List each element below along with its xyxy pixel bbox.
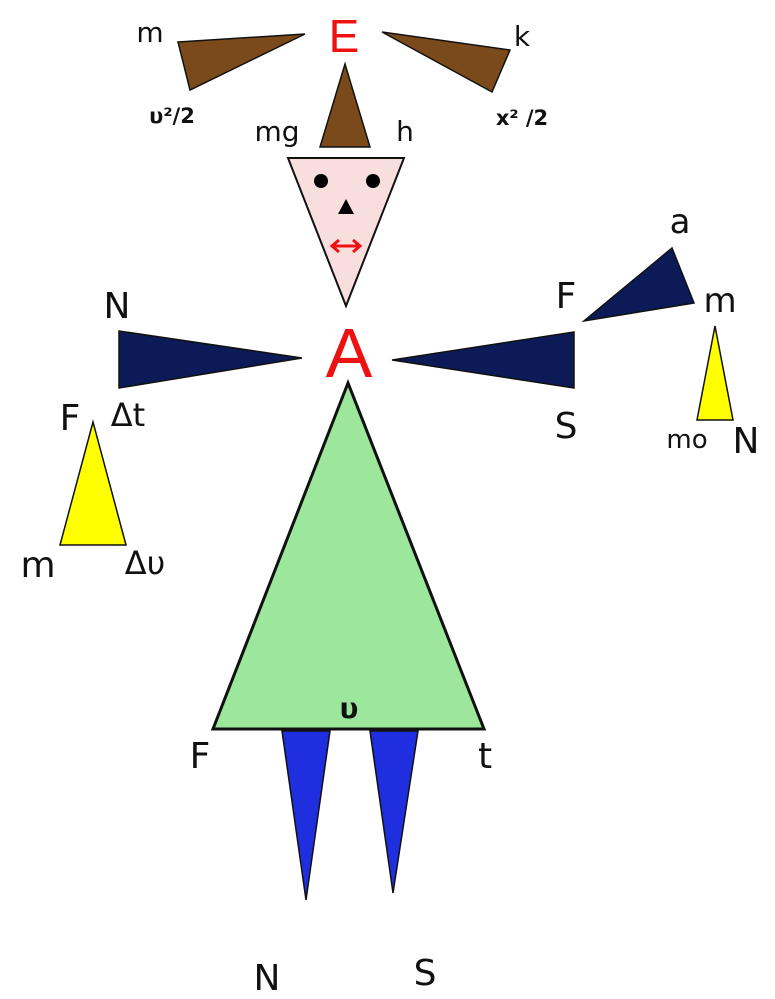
label-leg-N: N [254, 958, 281, 999]
label-right-N: N [733, 421, 760, 462]
left-eye [314, 174, 328, 188]
left-top-brown-wedge [177, 33, 306, 92]
right-yellow-triangle [696, 325, 734, 421]
label-A: A [326, 314, 373, 392]
label-right-m0: mo [666, 425, 707, 455]
right-arm-navy-wedge [391, 331, 575, 389]
mouth-double-arrow [329, 238, 363, 254]
label-left-dt: Δt [111, 396, 145, 434]
label-body-v: υ [340, 692, 359, 725]
right-eye [366, 174, 380, 188]
label-left-m: m [20, 545, 55, 586]
label-top-left-v2: υ²/2 [149, 104, 195, 128]
label-leg-S: S [414, 953, 437, 994]
label-right-F: F [556, 276, 577, 317]
right-top-brown-wedge [381, 31, 512, 94]
label-left-F: F [60, 398, 81, 439]
label-left-N: N [104, 286, 131, 327]
right-hand-navy-triangle [581, 246, 696, 323]
label-top-left-m: m [136, 16, 163, 49]
left-yellow-triangle [59, 419, 127, 546]
nose [338, 199, 354, 214]
label-right-a: a [670, 202, 691, 242]
label-top-right-k: k [514, 20, 531, 53]
left-arm-navy-wedge [118, 330, 303, 389]
hat-brown-triangle [318, 61, 372, 148]
label-body-F: F [190, 736, 211, 777]
label-hat-h: h [396, 115, 414, 148]
label-top-right-x2: x² /2 [496, 106, 548, 130]
left-leg-blue-wedge [281, 730, 331, 901]
right-leg-blue-wedge [369, 730, 419, 894]
label-right-S: S [555, 406, 578, 447]
body-green-triangle [210, 378, 487, 731]
label-left-dv: Δυ [125, 544, 165, 582]
face-triangle [286, 157, 406, 309]
label-hat-mg: mg [254, 115, 299, 148]
label-E: E [329, 10, 360, 62]
label-right-m: m [703, 281, 736, 321]
label-body-t: t [478, 736, 492, 777]
